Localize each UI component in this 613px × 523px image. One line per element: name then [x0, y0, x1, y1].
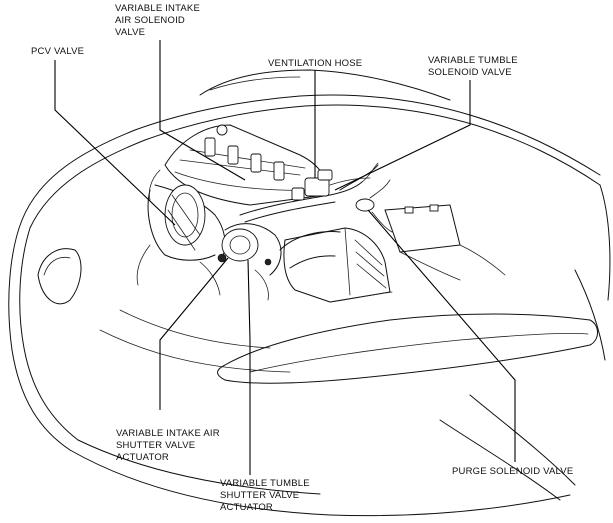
label-variable-tumble-shutter-valve-actuator: VARIABLE TUMBLE SHUTTER VALVE ACTUATOR: [220, 478, 310, 513]
label-ventilation-hose: VENTILATION HOSE: [268, 58, 363, 69]
leader-variable-intake-air-solenoid: [159, 40, 246, 181]
label-purge-solenoid-valve: PURGE SOLENOID VALVE: [452, 466, 574, 477]
label-pcv-valve: PCV VALVE: [31, 46, 85, 57]
car-body-outline: [8, 69, 611, 517]
engine-assembly: [136, 124, 506, 303]
label-variable-intake-air-solenoid-valve: VARIABLE INTAKE AIR SOLENOID VALVE: [115, 3, 201, 38]
leader-purge-solenoid: [367, 209, 516, 462]
leader-variable-tumble-shutter: [247, 259, 251, 475]
leader-variable-intake-air-shutter: [159, 257, 229, 410]
label-variable-tumble-solenoid-valve: VARIABLE TUMBLE SOLENOID VALVE: [428, 55, 518, 78]
leader-lines: [54, 40, 516, 475]
label-variable-intake-air-shutter-valve-actuator: VARIABLE INTAKE AIR SHUTTER VALVE ACTUAT…: [116, 428, 220, 463]
leader-pcv-valve: [54, 60, 176, 226]
leader-variable-tumble-solenoid: [334, 80, 471, 191]
